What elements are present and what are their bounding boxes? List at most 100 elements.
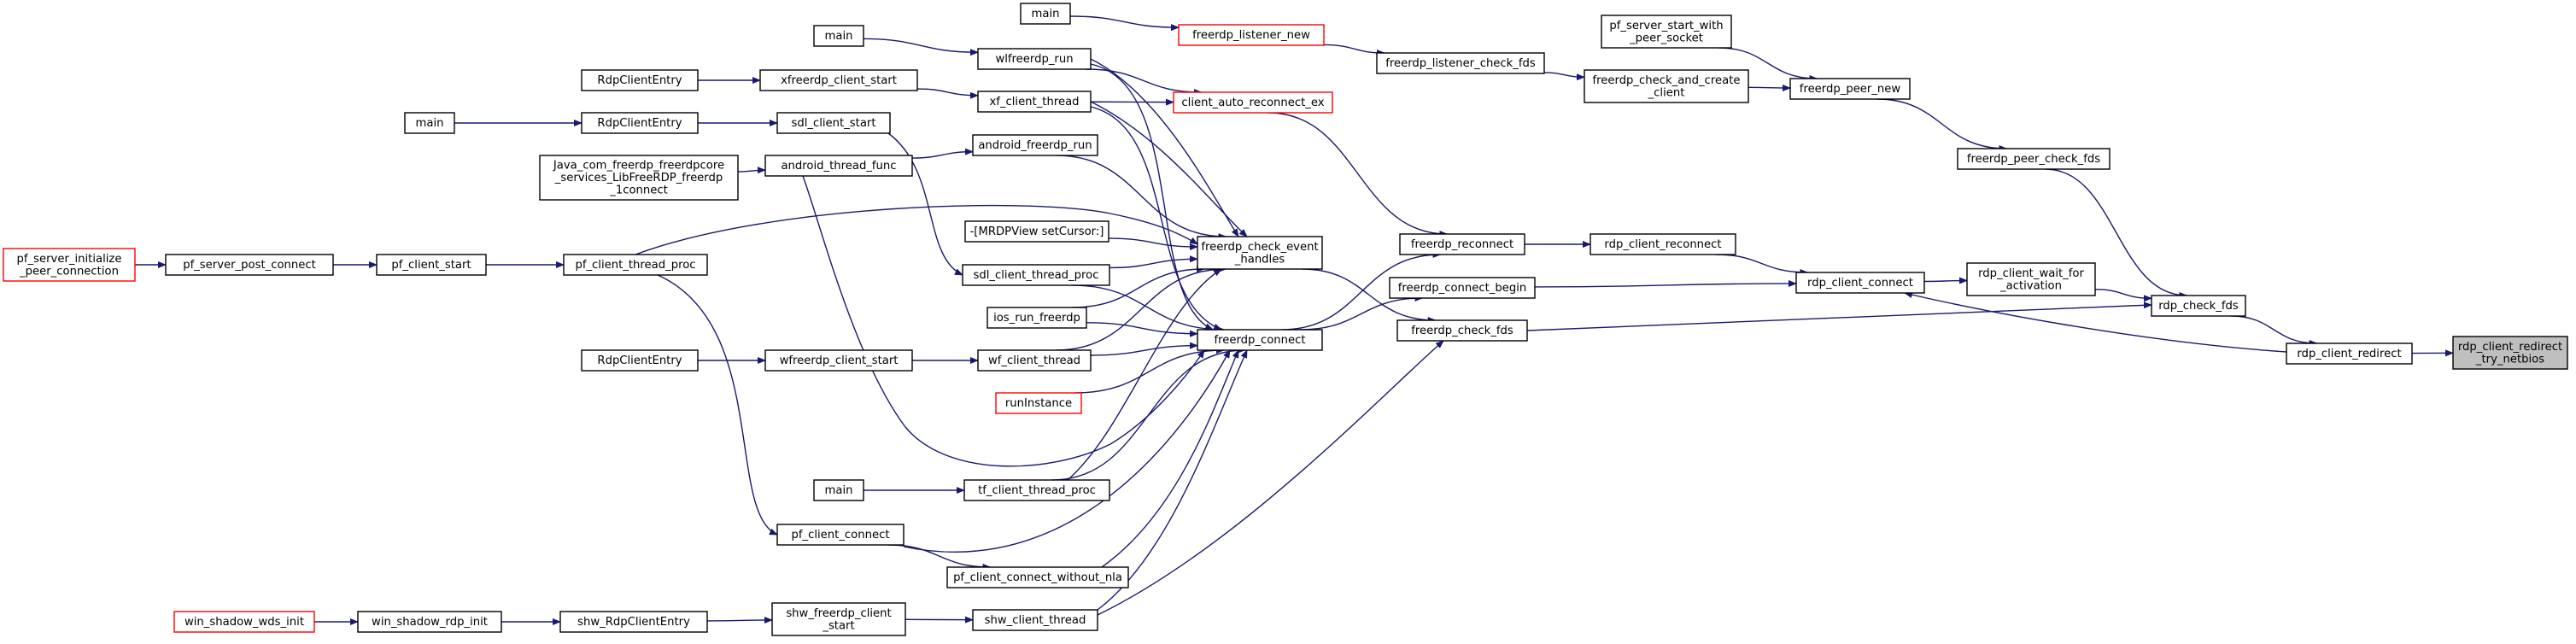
node-freerdp_reconnect[interactable]: freerdp_reconnect bbox=[1399, 233, 1525, 255]
node-freerdp_peer_check_fds[interactable]: freerdp_peer_check_fds bbox=[1957, 148, 2111, 170]
node-pf_server_post_connect[interactable]: pf_server_post_connect bbox=[165, 254, 334, 276]
edge-tf_client_thread_proc-to-freerdp_check_event_handles bbox=[1067, 268, 1222, 481]
edge-xf_client_thread-to-freerdp_connect bbox=[1090, 106, 1222, 331]
node-mrdpview[interactable]: -[MRDPView setCursor:] bbox=[964, 220, 1109, 243]
node-box bbox=[1590, 233, 1736, 255]
node-pf_client_thread_proc[interactable]: pf_client_thread_proc bbox=[563, 254, 708, 276]
node-win_shadow_wds_init[interactable]: win_shadow_wds_init bbox=[173, 611, 315, 633]
node-shw_freerdp_client_start[interactable]: shw_freerdp_client_start bbox=[771, 602, 906, 636]
edge-android_thread_func-to-freerdp_connect bbox=[802, 175, 1205, 467]
node-runInstance[interactable]: runInstance bbox=[995, 392, 1082, 414]
node-rdp_client_reconnect[interactable]: rdp_client_reconnect bbox=[1590, 233, 1736, 255]
node-rdpclient_xf[interactable]: RdpClientEntry bbox=[581, 69, 699, 91]
node-main_top[interactable]: main bbox=[1020, 3, 1071, 25]
node-wlfreerdp_run[interactable]: wlfreerdp_run bbox=[977, 48, 1092, 70]
edge-pf_client_thread_proc-to-pf_client_connect bbox=[657, 274, 778, 536]
node-xfreerdp_client_start[interactable]: xfreerdp_client_start bbox=[759, 69, 918, 91]
node-box bbox=[1396, 319, 1528, 342]
node-wfreerdp_client_start[interactable]: wfreerdp_client_start bbox=[764, 349, 913, 372]
node-pf_server_start_with_peer_socket[interactable]: pf_server_start_with_peer_socket bbox=[1601, 15, 1732, 49]
node-label: shw_freerdp_client bbox=[786, 607, 891, 620]
node-label: freerdp_peer_new bbox=[1800, 83, 1901, 96]
node-main_tf[interactable]: main bbox=[813, 479, 864, 501]
node-pf_client_connect[interactable]: pf_client_connect bbox=[776, 524, 905, 546]
node-label: _peer_socket bbox=[1629, 32, 1703, 44]
node-ios_run_freerdp[interactable]: ios_run_freerdp bbox=[986, 307, 1087, 329]
node-freerdp_check_fds[interactable]: freerdp_check_fds bbox=[1396, 319, 1528, 342]
node-freerdp_peer_new[interactable]: freerdp_peer_new bbox=[1789, 78, 1911, 100]
node-main_wl[interactable]: main bbox=[813, 25, 864, 47]
edge-rdp_check_fds-to-rdp_client_redirect bbox=[2230, 315, 2318, 347]
node-label: freerdp_connect bbox=[1214, 334, 1305, 347]
node-rdp_client_wait_for_activation[interactable]: rdp_client_wait_for_activation bbox=[1966, 262, 2096, 296]
node-box bbox=[559, 611, 708, 633]
edge-wlfreerdp_run-to-freerdp_check_event_handles bbox=[1090, 58, 1239, 237]
edge-sdl_client_thread_proc-to-freerdp_connect bbox=[1071, 284, 1226, 333]
node-box bbox=[1957, 148, 2111, 170]
node-freerdp_listener_new[interactable]: freerdp_listener_new bbox=[1178, 24, 1325, 46]
edge-freerdp_listener_check_fds-to-freerdp_check_and_create_client bbox=[1543, 72, 1585, 81]
edge-pf_server_start_with_peer_socket-to-freerdp_peer_new bbox=[1718, 47, 1818, 82]
node-box bbox=[1173, 91, 1333, 114]
node-rdp_check_fds[interactable]: rdp_check_fds bbox=[2151, 295, 2246, 317]
edge-freerdp_connect-to-freerdp_reconnect bbox=[1281, 251, 1442, 331]
node-box bbox=[1399, 233, 1525, 255]
node-rdpclient_sdl[interactable]: RdpClientEntry bbox=[581, 112, 699, 134]
node-label: rdp_client_reconnect bbox=[1604, 238, 1721, 251]
edge-freerdp_listener_new-to-freerdp_listener_check_fds bbox=[1323, 44, 1385, 56]
node-box bbox=[1389, 277, 1536, 299]
node-tf_client_thread_proc[interactable]: tf_client_thread_proc bbox=[963, 479, 1110, 501]
node-label: pf_server_initialize bbox=[17, 253, 122, 266]
node-rdpclient_wf[interactable]: RdpClientEntry bbox=[581, 349, 699, 372]
node-java_connect[interactable]: Java_com_freerdp_freerdpcore_services_Li… bbox=[539, 155, 739, 201]
node-xf_client_thread[interactable]: xf_client_thread bbox=[977, 91, 1092, 113]
node-box bbox=[2286, 342, 2413, 365]
edge-wf_client_thread-to-freerdp_check_event_handles bbox=[1056, 266, 1227, 351]
node-android_freerdp_run[interactable]: android_freerdp_run bbox=[972, 134, 1098, 156]
node-box bbox=[986, 307, 1087, 329]
node-label: ios_run_freerdp bbox=[993, 312, 1080, 325]
node-pf_client_start[interactable]: pf_client_start bbox=[376, 254, 487, 276]
edge-layer bbox=[135, 15, 2454, 626]
edge-mrdpview-to-freerdp_check_event_handles bbox=[1108, 237, 1198, 251]
node-layer: rdp_client_redirect_try_netbiosrdp_clien… bbox=[3, 3, 2568, 636]
node-wf_client_thread[interactable]: wf_client_thread bbox=[977, 349, 1092, 372]
node-main_sdl[interactable]: main bbox=[404, 112, 455, 134]
node-win_shadow_rdp_init[interactable]: win_shadow_rdp_init bbox=[357, 611, 502, 633]
node-shw_rdpcliententry[interactable]: shw_RdpClientEntry bbox=[559, 611, 708, 633]
node-label: -[MRDPView setCursor:] bbox=[970, 225, 1104, 238]
node-pf_server_initialize_peer_connection[interactable]: pf_server_initialize_peer_connection bbox=[3, 248, 136, 282]
node-shw_client_thread[interactable]: shw_client_thread bbox=[972, 609, 1098, 631]
node-box bbox=[813, 25, 864, 47]
node-pf_client_connect_without_nla[interactable]: pf_client_connect_without_nla bbox=[946, 566, 1129, 588]
node-client_auto_reconnect_ex[interactable]: client_auto_reconnect_ex bbox=[1173, 91, 1333, 114]
node-box bbox=[764, 349, 913, 372]
node-label: freerdp_peer_check_fds bbox=[1967, 153, 2100, 166]
node-rdp_client_connect[interactable]: rdp_client_connect bbox=[1795, 272, 1925, 294]
node-box bbox=[581, 112, 699, 134]
node-sdl_client_thread_proc[interactable]: sdl_client_thread_proc bbox=[962, 264, 1110, 286]
node-freerdp_connect_begin[interactable]: freerdp_connect_begin bbox=[1389, 277, 1536, 299]
node-label: _client bbox=[1648, 86, 1685, 99]
node-freerdp_listener_check_fds[interactable]: freerdp_listener_check_fds bbox=[1376, 52, 1545, 74]
node-label: android_thread_func bbox=[781, 160, 896, 173]
node-box bbox=[563, 254, 708, 276]
node-label: pf_client_connect_without_nla bbox=[953, 571, 1122, 584]
edge-shw_rdpcliententry-to-shw_freerdp_client_start bbox=[706, 616, 773, 624]
node-freerdp_check_event_handles[interactable]: freerdp_check_event_handles bbox=[1197, 236, 1323, 270]
node-label: _activation bbox=[1999, 279, 2062, 292]
node-android_thread_func[interactable]: android_thread_func bbox=[764, 155, 913, 177]
edge-xfreerdp_client_start-to-xf_client_thread bbox=[916, 88, 979, 99]
edge-pf_client_thread_proc-to-freerdp_check_event_handles bbox=[635, 204, 1198, 255]
node-freerdp_connect[interactable]: freerdp_connect bbox=[1197, 329, 1323, 351]
node-rdp_client_redirect[interactable]: rdp_client_redirect bbox=[2286, 342, 2413, 365]
node-label: rdp_client_redirect bbox=[2297, 348, 2401, 360]
node-sdl_client_start[interactable]: sdl_client_start bbox=[776, 112, 891, 134]
node-box bbox=[1197, 236, 1323, 270]
node-box bbox=[1601, 15, 1732, 49]
node-label: rdp_client_redirect bbox=[2458, 341, 2562, 354]
edge-android_thread_func-to-android_freerdp_run bbox=[911, 148, 974, 159]
node-freerdp_check_and_create_client[interactable]: freerdp_check_and_create_client bbox=[1584, 69, 1749, 103]
node-rdp_client_redirect_try_netbios[interactable]: rdp_client_redirect_try_netbios bbox=[2452, 336, 2568, 370]
